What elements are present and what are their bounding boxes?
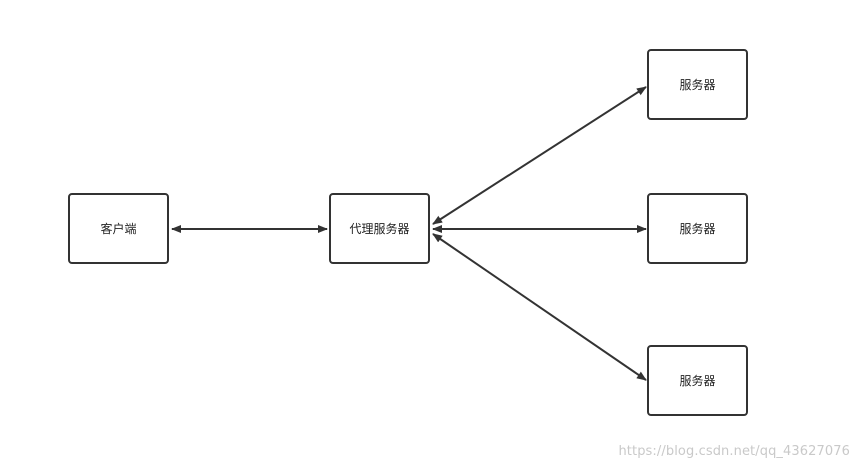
server-label-1: 服务器 — [679, 78, 716, 92]
connector-proxy-server-3 — [432, 233, 647, 381]
server-label-3: 服务器 — [679, 374, 716, 388]
server-node-1[interactable]: 服务器 — [647, 49, 748, 120]
server-node-3[interactable]: 服务器 — [647, 345, 748, 416]
server-label-2: 服务器 — [679, 222, 716, 236]
client-label: 客户端 — [100, 222, 137, 236]
connector-proxy-server-1 — [432, 86, 647, 225]
server-node-2[interactable]: 服务器 — [647, 193, 748, 264]
proxy-server-label: 代理服务器 — [349, 222, 410, 236]
client-node[interactable]: 客户端 — [68, 193, 169, 264]
proxy-server-node[interactable]: 代理服务器 — [329, 193, 430, 264]
watermark-text: https://blog.csdn.net/qq_43627076 — [618, 444, 850, 459]
